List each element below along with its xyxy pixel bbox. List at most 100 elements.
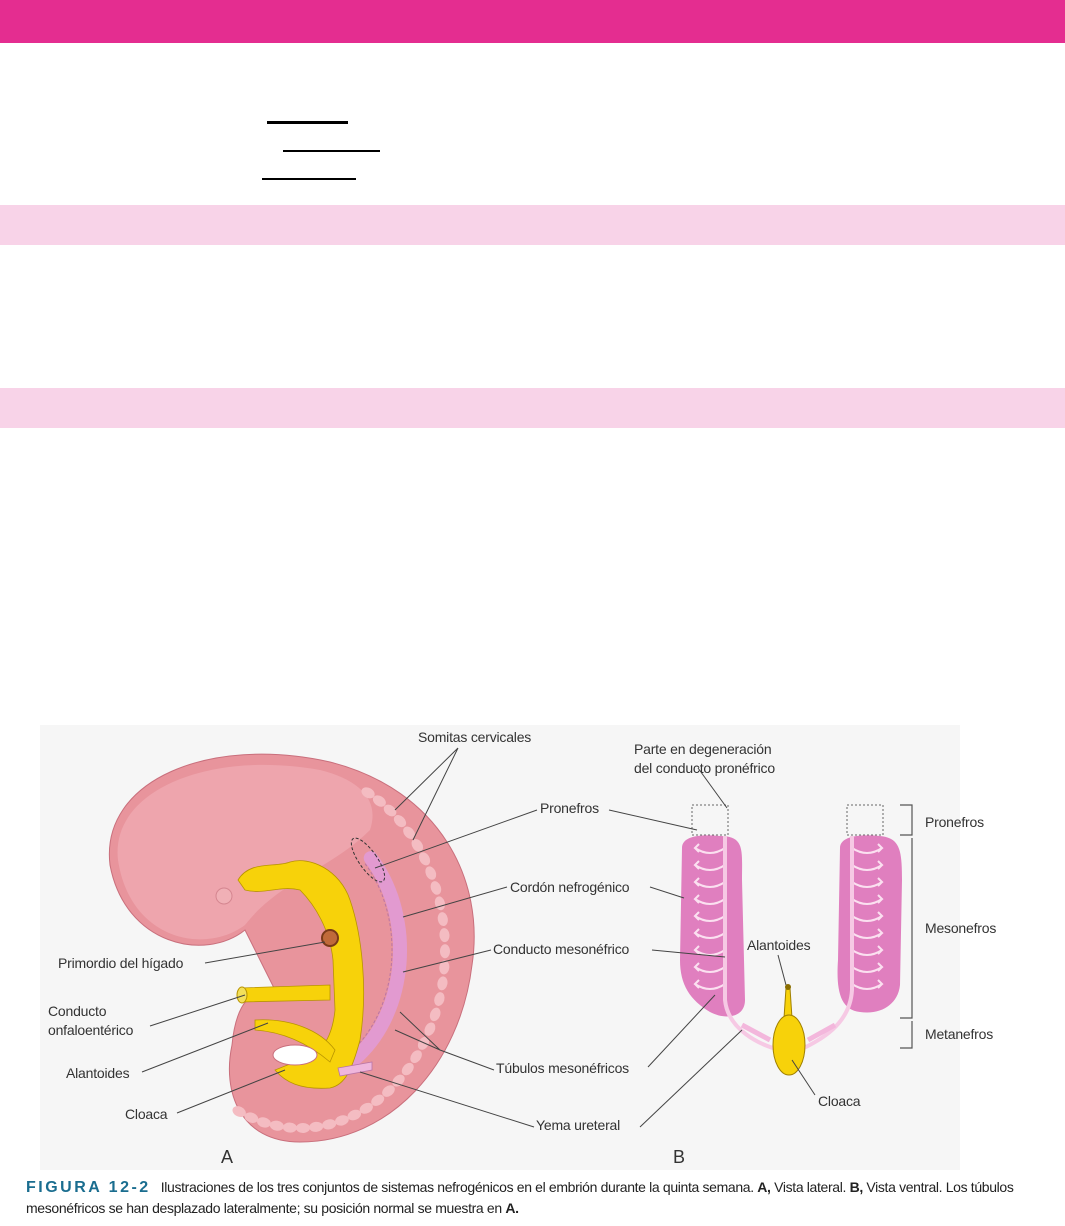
tubule — [693, 979, 726, 990]
somite — [403, 826, 416, 839]
pronephros-right — [846, 804, 884, 836]
somite — [382, 1085, 395, 1097]
section-band-2 — [0, 388, 1065, 428]
caption-text: Ilustraciones de los tres conjuntos de s… — [160, 1179, 758, 1195]
tubule — [851, 945, 884, 956]
figure-caption: FIGURA 12-2 Ilustraciones de los tres con… — [26, 1177, 1056, 1219]
blank-line-1 — [267, 121, 348, 124]
liver-primordium — [321, 929, 340, 947]
somite — [439, 944, 450, 959]
panel-letter-a: A — [221, 1147, 234, 1167]
tubule — [851, 979, 884, 990]
blank-line-3 — [262, 178, 356, 180]
label-cloaca-a: Cloaca — [125, 1106, 168, 1122]
tubule — [693, 911, 726, 922]
label-pronefros-a: Pronefros — [540, 800, 599, 816]
tubule — [693, 962, 726, 973]
somite — [309, 1121, 324, 1132]
caption-ref-a: A, — [757, 1179, 771, 1195]
tubule — [851, 843, 884, 854]
nephrogenic-cord — [343, 851, 408, 1070]
somite — [347, 1109, 362, 1121]
somite — [393, 815, 407, 828]
somite — [371, 1094, 385, 1106]
caption-text: Vista lateral. — [770, 1179, 850, 1195]
label-yema-ureteral: Yema ureteral — [536, 1117, 621, 1133]
label-metanefros: Metanefros — [925, 1026, 994, 1042]
somite — [361, 787, 375, 799]
somite — [296, 1122, 311, 1133]
tubule — [693, 843, 726, 854]
label-degeneracion-1: Parte en degeneración — [634, 741, 772, 757]
eye-vesicle — [215, 887, 233, 905]
onfaloenteric-duct — [239, 984, 331, 1003]
tubule — [851, 877, 884, 888]
header-bar — [0, 0, 1065, 43]
label-conducto: Conducto — [48, 1003, 107, 1019]
somite — [411, 838, 424, 852]
somite — [232, 1106, 246, 1117]
tubule — [851, 962, 884, 973]
tubule — [693, 894, 726, 905]
somite — [359, 1102, 373, 1114]
somite — [430, 881, 442, 895]
somite — [282, 1122, 297, 1133]
label-conducto-mesonefrico: Conducto mesonéfrico — [493, 941, 630, 957]
region-brackets — [900, 804, 913, 1049]
tubule — [851, 894, 884, 905]
label-tubulos-mesonefricos: Túbulos mesonéfricos — [496, 1060, 629, 1076]
mesonephros-right — [837, 835, 902, 1013]
tubule — [851, 911, 884, 922]
label-onfaloenterico: onfaloentérico — [48, 1022, 134, 1038]
embryo-head — [117, 764, 373, 940]
somite — [434, 992, 445, 1006]
label-cordon-nefrogenico: Cordón nefrogénico — [510, 879, 630, 895]
somite — [439, 960, 450, 975]
label-pronefros-b: Pronefros — [925, 814, 984, 830]
somite — [417, 1036, 430, 1050]
duct-opening — [236, 986, 248, 1004]
yolk-gap — [272, 1044, 318, 1066]
label-cloaca-b: Cloaca — [818, 1093, 861, 1109]
pronephros-outline — [350, 837, 386, 883]
ureteric-bud — [337, 1061, 373, 1077]
ureteric-bud-left — [740, 1022, 772, 1043]
panel-letter-b: B — [673, 1147, 686, 1167]
label-mesonefros: Mesonefros — [925, 920, 997, 936]
tubule — [693, 928, 726, 939]
somite — [437, 976, 448, 991]
tubule — [851, 928, 884, 939]
somite — [383, 804, 397, 817]
somite — [425, 866, 437, 880]
somite — [429, 1007, 441, 1022]
somite — [424, 1022, 436, 1036]
somite — [322, 1119, 337, 1130]
ureteric-bud-right — [806, 1022, 837, 1043]
section-band-1 — [0, 205, 1065, 245]
label-degeneracion-2: del conducto pronéfrico — [634, 760, 775, 776]
mesonephric-duct-left — [723, 836, 781, 1052]
tubule — [693, 860, 726, 871]
label-alantoides-b: Alantoides — [747, 937, 811, 953]
somites — [232, 787, 450, 1133]
somite — [244, 1112, 259, 1123]
somite — [439, 928, 450, 943]
label-alantoides-a: Alantoides — [66, 1065, 130, 1081]
tubule — [693, 945, 726, 956]
tubule — [693, 877, 726, 888]
somite — [401, 1062, 414, 1076]
cloaca-b — [772, 1014, 806, 1076]
somite — [437, 912, 448, 927]
caption-text: Vista ventral. Los túbulos mesonéfricos … — [26, 1179, 1014, 1216]
caption-ref-a: A. — [505, 1200, 519, 1216]
somite — [410, 1050, 422, 1063]
pronephros-left — [691, 804, 729, 836]
somite — [335, 1115, 349, 1126]
figure-number: FIGURA 12-2 — [26, 1179, 151, 1196]
leader-lines — [141, 747, 816, 1128]
caption-ref-b: B, — [849, 1179, 864, 1195]
label-somitas-cervicales: Somitas cervicales — [418, 729, 532, 745]
allantois — [254, 1019, 336, 1063]
somite — [372, 795, 386, 807]
